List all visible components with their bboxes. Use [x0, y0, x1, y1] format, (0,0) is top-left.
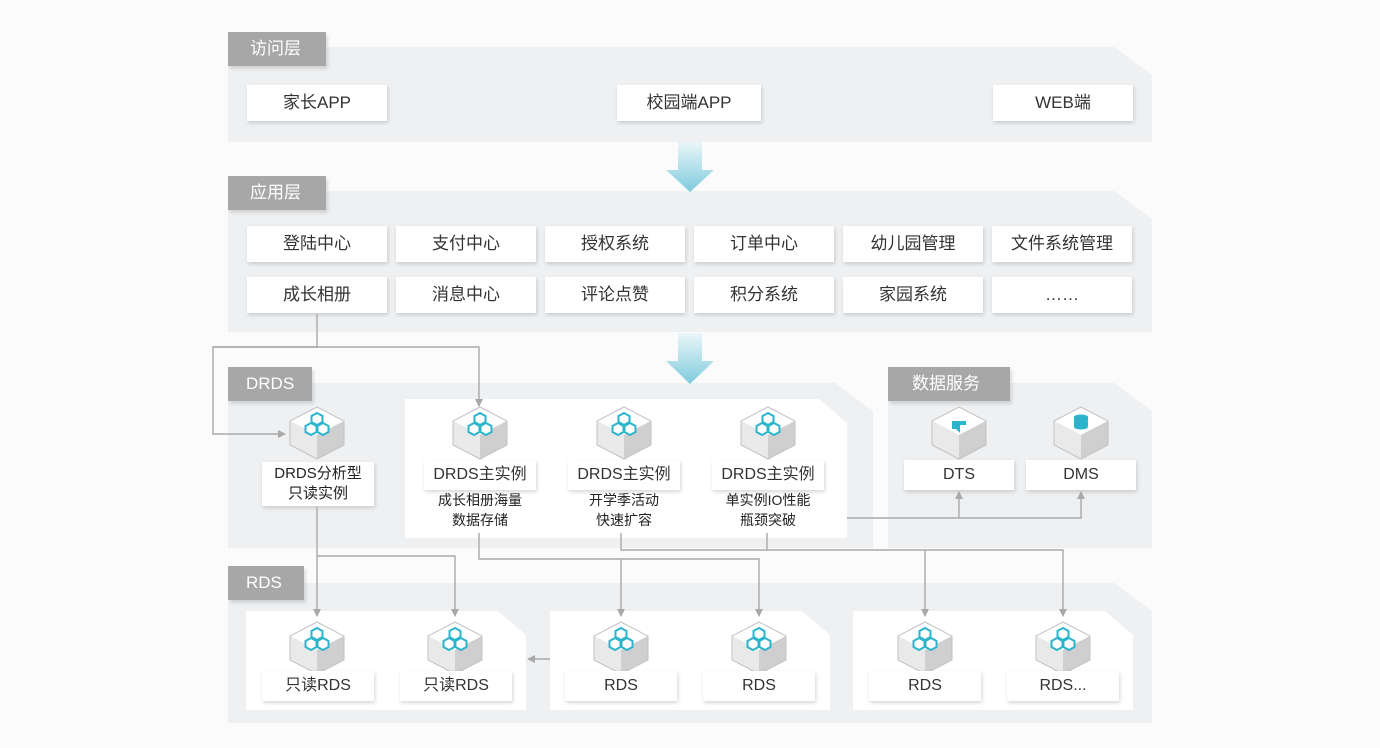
readonly-rds-label-2: 只读RDS: [400, 671, 512, 701]
rds-node-icon-3: [895, 620, 955, 676]
rds-label-3: RDS: [869, 671, 981, 701]
drds-layer-tag: DRDS: [228, 367, 312, 401]
flow-arrow-2: [666, 333, 714, 384]
drds-main-node-icon-3: [738, 405, 798, 461]
drds-main-desc-1: 成长相册海量 数据存储: [438, 492, 522, 528]
drds-main-label-1: DRDS主实例: [424, 460, 536, 490]
module-more: ……: [992, 277, 1132, 313]
readonly-rds-node-icon-2: [425, 620, 485, 676]
module-order-center: 订单中心: [694, 226, 834, 262]
readonly-rds-label-1: 只读RDS: [262, 671, 374, 701]
module-payment-center: 支付中心: [396, 226, 536, 262]
parent-app-box: 家长APP: [247, 85, 387, 121]
flow-arrow-1: [666, 142, 714, 192]
readonly-rds-node-icon-1: [287, 620, 347, 676]
rds-more-label: RDS...: [1007, 671, 1119, 701]
module-auth-system: 授权系统: [545, 226, 685, 262]
web-box: WEB端: [993, 85, 1133, 121]
dts-node-icon: [929, 405, 989, 461]
drds-main-node-icon-1: [450, 405, 510, 461]
drds-main-label-2: DRDS主实例: [568, 460, 680, 490]
app-layer-tag: 应用层: [228, 176, 326, 210]
campus-app-box: 校园端APP: [617, 85, 761, 121]
drds-main-node-icon-2: [594, 405, 654, 461]
drds-readonly-node-icon: [287, 405, 347, 461]
rds-label-1: RDS: [565, 671, 677, 701]
drds-main-desc-3: 单实例IO性能 瓶颈突破: [725, 492, 811, 528]
rds-layer-tag: RDS: [228, 566, 304, 600]
drds-main-label-3: DRDS主实例: [712, 460, 824, 490]
rds-node-icon-4: [1033, 620, 1093, 676]
rds-label-2: RDS: [703, 671, 815, 701]
rds-node-icon-1: [591, 620, 651, 676]
rds-node-icon-2: [729, 620, 789, 676]
module-kindergarten-mgmt: 幼儿园管理: [843, 226, 983, 262]
module-file-system-mgmt: 文件系统管理: [992, 226, 1132, 262]
drds-readonly-label-text: DRDS分析型 只读实例: [274, 465, 362, 502]
module-growth-album: 成长相册: [247, 277, 387, 313]
module-home-school-system: 家园系统: [843, 277, 983, 313]
module-points-system: 积分系统: [694, 277, 834, 313]
data-service-tag: 数据服务: [888, 367, 1010, 401]
module-comment-like: 评论点赞: [545, 277, 685, 313]
drds-main-desc-2: 开学季活动 快速扩容: [589, 492, 659, 528]
module-login-center: 登陆中心: [247, 226, 387, 262]
dms-label: DMS: [1026, 460, 1136, 490]
dts-label: DTS: [904, 460, 1014, 490]
module-message-center: 消息中心: [396, 277, 536, 313]
drds-readonly-label: DRDS分析型 只读实例: [262, 462, 374, 506]
dms-node-icon: [1051, 405, 1111, 461]
access-layer-tag: 访问层: [228, 32, 326, 66]
